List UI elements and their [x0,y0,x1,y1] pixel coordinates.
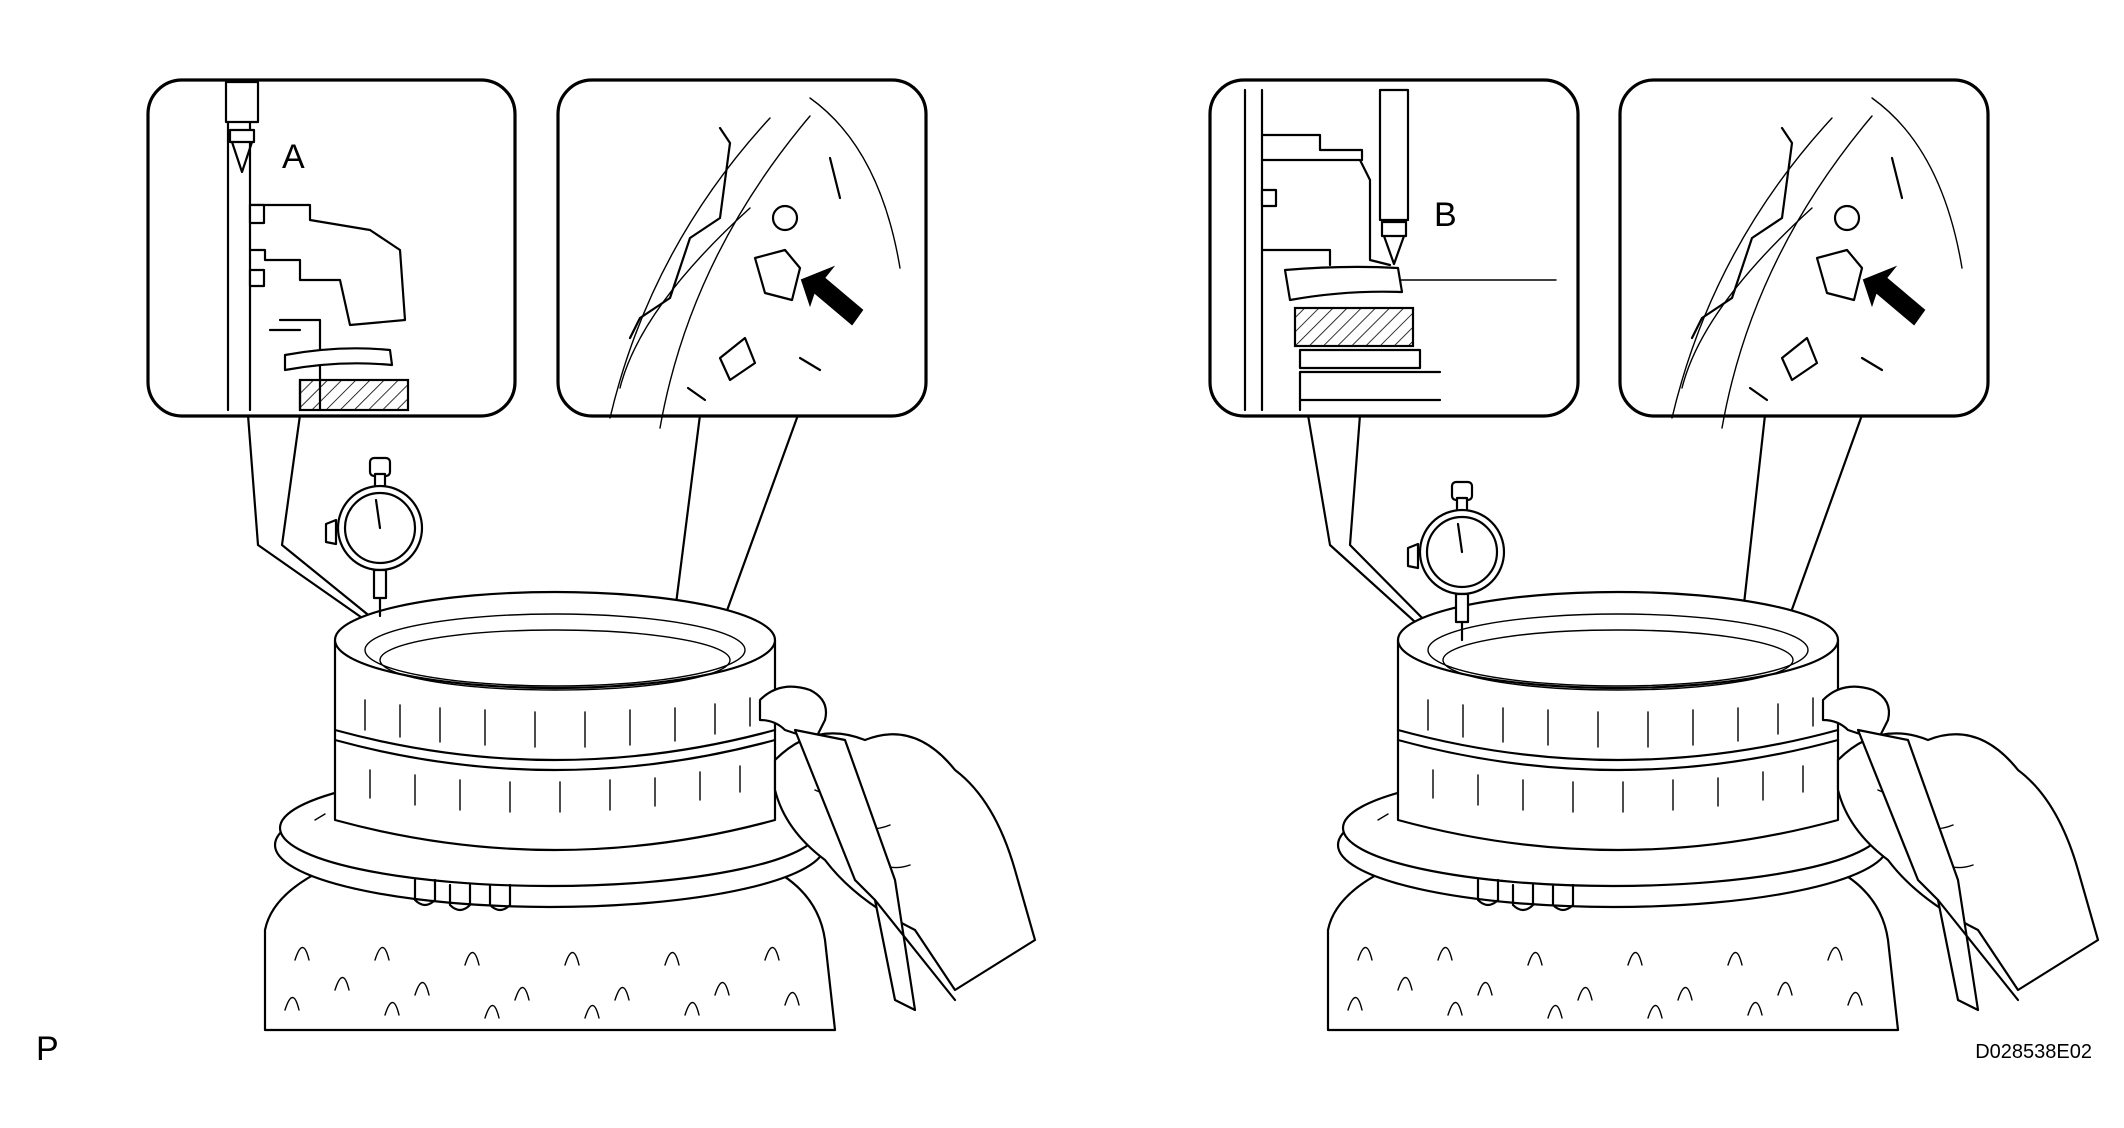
callout-detail-port-arrow-2 [1618,78,1990,430]
callout-detail-port-arrow [556,78,928,430]
callout-label-b: B [1434,196,1457,234]
right-panel: B [1208,78,2100,1032]
callout-label-a: A [282,138,305,176]
corner-mark: P [36,1030,59,1068]
left-panel: A [146,78,1037,1032]
figure-code: D028538E02 [1975,1041,2092,1063]
callout-detail-a [146,78,517,418]
callout-detail-b [1208,78,1580,418]
